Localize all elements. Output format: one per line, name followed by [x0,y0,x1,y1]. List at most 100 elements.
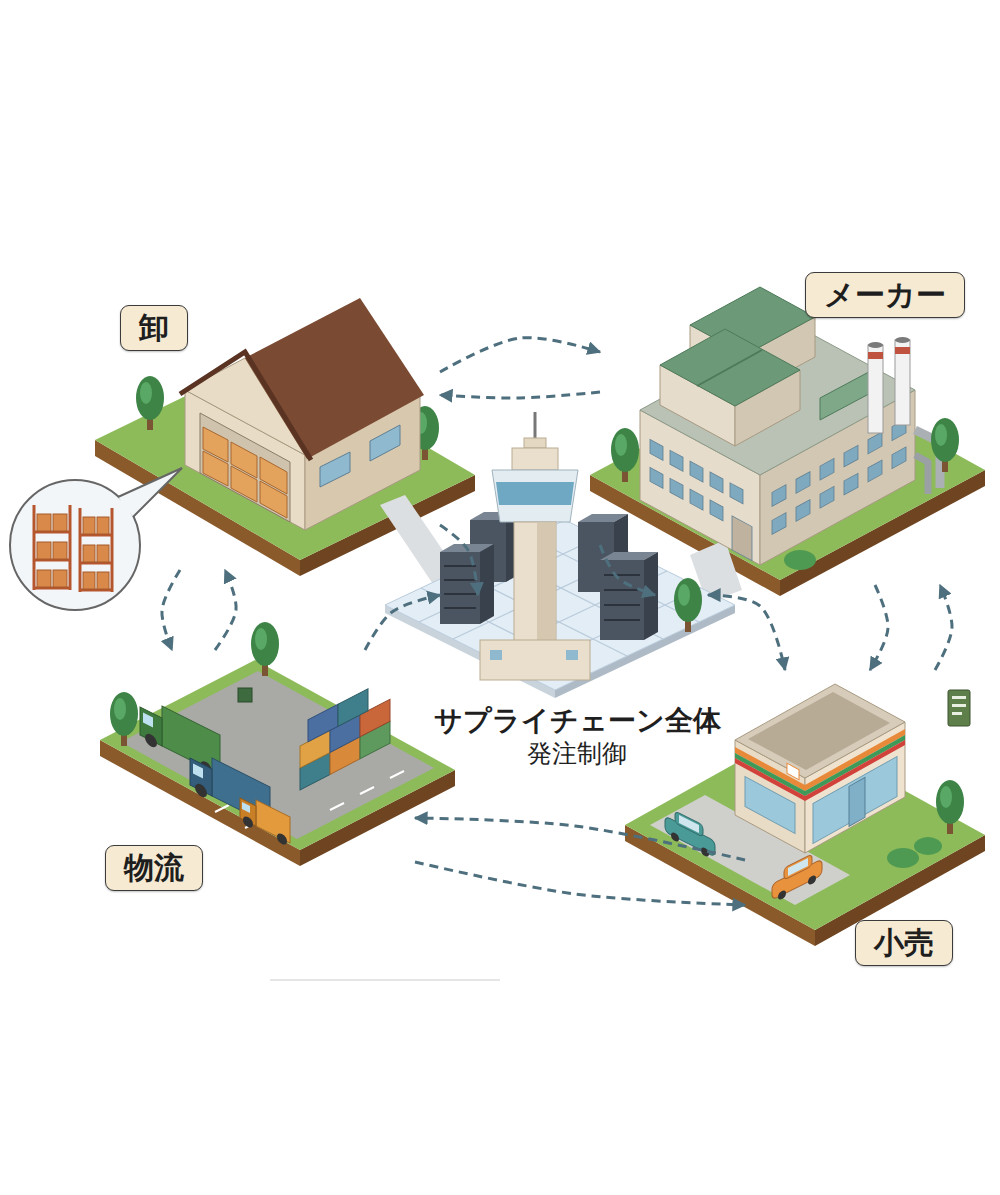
shelf-callout [33,505,36,590]
tree [674,578,702,632]
control-tower [492,470,578,522]
car [772,849,822,904]
small-container [238,688,252,702]
factory [796,500,810,522]
logistics-tile [100,660,455,866]
server-rack [600,560,644,640]
bush [784,550,816,570]
factory [670,450,683,471]
server-rack [604,604,640,606]
stage-tile: 卸 [95,300,440,570]
car [784,854,812,880]
warehouse [203,427,287,518]
convenience-store [735,735,805,839]
shelf-callout [116,483,160,511]
factory [710,472,723,493]
tree [251,622,279,676]
factory [868,342,883,348]
stage-label-tag: 卸 [120,305,188,351]
factory [796,472,810,494]
containers [338,689,368,727]
server-rack [444,593,476,595]
factory [868,345,883,433]
shelf-callout [37,514,109,589]
flow-arrow [870,585,888,670]
factory [868,352,883,359]
truck [242,802,250,813]
tree [136,376,164,430]
stage-tile: 小売 [745,670,990,985]
convenience-store [735,684,905,853]
shelf-callout [37,570,51,587]
logistics-tile [100,660,455,850]
server-rack [444,566,476,608]
factory [868,432,882,454]
car [675,811,703,837]
shelf-callout [83,517,95,534]
car [679,815,699,833]
server-rack [644,552,658,640]
card-icon [952,696,966,699]
car [808,874,816,886]
shelf-callout [53,542,67,559]
factory [868,460,882,482]
truck [193,764,203,779]
factory [892,447,906,469]
warehouse [320,452,350,487]
factory [730,483,743,504]
convenience-store [805,729,905,851]
car [788,858,808,876]
card-icon [952,712,962,715]
warehouse [370,425,400,461]
flow-arrow [365,595,440,650]
warehouse [260,457,287,494]
factory [844,445,858,467]
warehouse [231,442,257,478]
flow-arrow [600,545,655,595]
shelf-callout [111,508,114,592]
flow-arrow [415,862,745,905]
tree [110,692,138,746]
factory [732,516,752,561]
control-platform [385,520,735,690]
factory [660,329,800,406]
logistics-tile [390,771,404,778]
shelf-callout [53,570,67,587]
factory [650,467,663,488]
warehouse [180,298,424,530]
server-rack [604,589,640,591]
flow-arrow [708,595,785,670]
control-tower [480,640,590,680]
tree [611,428,639,482]
stage-tile: メーカー [600,268,990,585]
factory [820,458,834,480]
flow-arrow [935,585,952,670]
truck [243,815,253,830]
shelf-callout [97,572,109,589]
flow-arrow [440,392,600,398]
shelf-callout [34,505,112,592]
shelf-callout [37,514,51,531]
card-icon [948,690,970,726]
flow-arrow [415,818,745,860]
server-rack [444,579,476,581]
warehouse [203,427,228,462]
server-rack [604,575,640,620]
factory [895,340,910,425]
bush [887,848,919,868]
warehouse [200,413,290,522]
hub-title: サプライチェーン全体 [415,703,739,738]
logistics-tile [330,803,344,810]
flow-arrow [162,570,180,650]
control-tower [512,448,558,470]
shelf-callout [37,542,51,559]
base-line [270,979,500,981]
card-icon [948,690,970,726]
shelf-callout [83,545,95,562]
server-rack [604,574,640,576]
card-icon [952,704,966,707]
control-tower [524,438,546,448]
server-rack [444,607,476,609]
containers [300,677,390,790]
convenience-store [849,777,865,826]
